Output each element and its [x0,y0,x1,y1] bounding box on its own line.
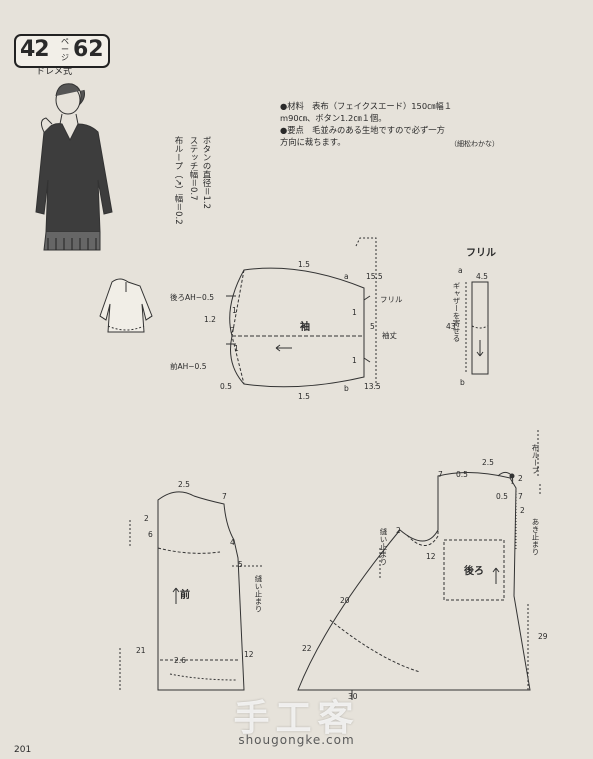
sleeve-top-width: 1.5 [298,260,310,269]
back-dim-7: 7 [518,492,523,501]
sleeve-b-dim: 13.5 [364,382,381,391]
front-name: 前 [180,590,190,601]
frill-length: 43 [446,322,456,331]
back-dim-0-5: 0.5 [456,470,468,479]
materials-line: ●要点 毛並みのある生地ですので必ず一方 [280,125,445,135]
sleeve-dim-1: 1 [232,306,237,315]
sleeve-dim-5: 5 [370,322,375,331]
pattern-number-badge: 42 ページ 62 [14,34,110,68]
back-dim-12: 12 [426,552,436,561]
sleeve-pattern [226,237,377,388]
frill-gather-note: ギャザーを寄せる [452,282,461,342]
front-dim-12: 12 [244,650,254,659]
sleeve-a-dim: 15.5 [366,272,383,281]
model-illustration-icon [35,83,113,251]
stitch-note: ステッチ幅＝0.7 [188,136,198,201]
materials-block: ●材料 表布（フェイクスエード）150㎝幅１ m90㎝、ボタン1.2㎝１個。 ●… [280,100,510,148]
front-dim-5: 5 [238,560,243,569]
back-dim-29: 29 [538,632,548,641]
back-bodice-pattern [297,430,541,700]
back-dim-2: 2 [396,526,401,535]
sleeve-length-label: 袖丈 [382,331,397,340]
back-dim-22: 22 [302,644,312,653]
back-sew-stop: 縫い止まり [379,528,388,566]
front-dim-7: 7 [222,492,227,501]
sleeve-name: 袖 [300,322,310,333]
frill-point-a: a [458,266,463,275]
page-number: 201 [14,745,32,755]
materials-line: ●材料 表布（フェイクスエード）150㎝幅１ [280,101,453,111]
frill-pattern [465,281,489,375]
back-dim-7: 7 [438,470,443,479]
method-subtitle: ドレメ式 [36,67,73,77]
materials-line: m90㎝、ボタン1.2㎝１個。 [280,113,387,123]
sleeve-dim-1: 1 [234,344,239,353]
back-view-illustration-icon [99,278,153,333]
back-dim-30: 30 [348,692,358,701]
page-label: ページ [61,37,69,62]
front-dim-2-5: 2.5 [178,480,190,489]
watermark-brand: 手工客 [233,698,360,739]
sleeve-dim-0-5: 0.5 [220,382,232,391]
sleeve-dim-7: 7 [230,326,235,335]
front-armhole-label: 前AH−0.5 [170,362,207,371]
page-number-ref: 62 [73,37,104,62]
back-dim-0-5: 0.5 [496,492,508,501]
back-name: 後ろ [464,566,484,577]
sleeve-dim-1: 1 [352,356,357,365]
front-dim-2: 2 [144,514,149,523]
back-dim-2-5: 2.5 [482,458,494,467]
pattern-number: 42 [20,37,50,62]
sleeve-bottom-width: 1.5 [298,392,310,401]
back-armhole-label: 後ろAH−0.5 [170,293,214,302]
materials-line: 方向に裁ちます。 [280,137,346,147]
back-opening-stop: あき止まり [531,518,540,556]
sleeve-dim-1: 1 [352,308,357,317]
button-note: ボタンの直径＝1.2 [201,136,211,210]
front-dim-4: 4 [230,538,235,547]
back-dim-2: 2 [518,474,523,483]
back-loop-label: 布ループ [531,444,540,474]
sleeve-point-b: b [344,384,349,393]
sleeve-point-a: a [344,272,349,281]
frill-point-b: b [460,378,465,387]
frill-width: 4.5 [476,272,488,281]
frill-title: フリル [466,248,496,259]
front-sew-stop: 縫い止まり [254,575,263,613]
front-dim-21: 21 [136,646,146,655]
front-dim-6: 6 [148,530,153,539]
back-dim-2: 2 [520,506,525,515]
front-bodice-pattern [119,491,262,691]
sleeve-dim-1-2: 1.2 [204,315,216,324]
designer-credit: （細松わかな） [450,140,499,148]
sleeve-frill-label: フリル [380,295,403,304]
back-dim-20: 20 [340,596,350,605]
watermark-url: shougongke.com [238,733,355,747]
front-dim-2-6: 2.6 [174,656,186,665]
loop-note: 布ループ（↗）幅＝0.2 [173,136,183,225]
